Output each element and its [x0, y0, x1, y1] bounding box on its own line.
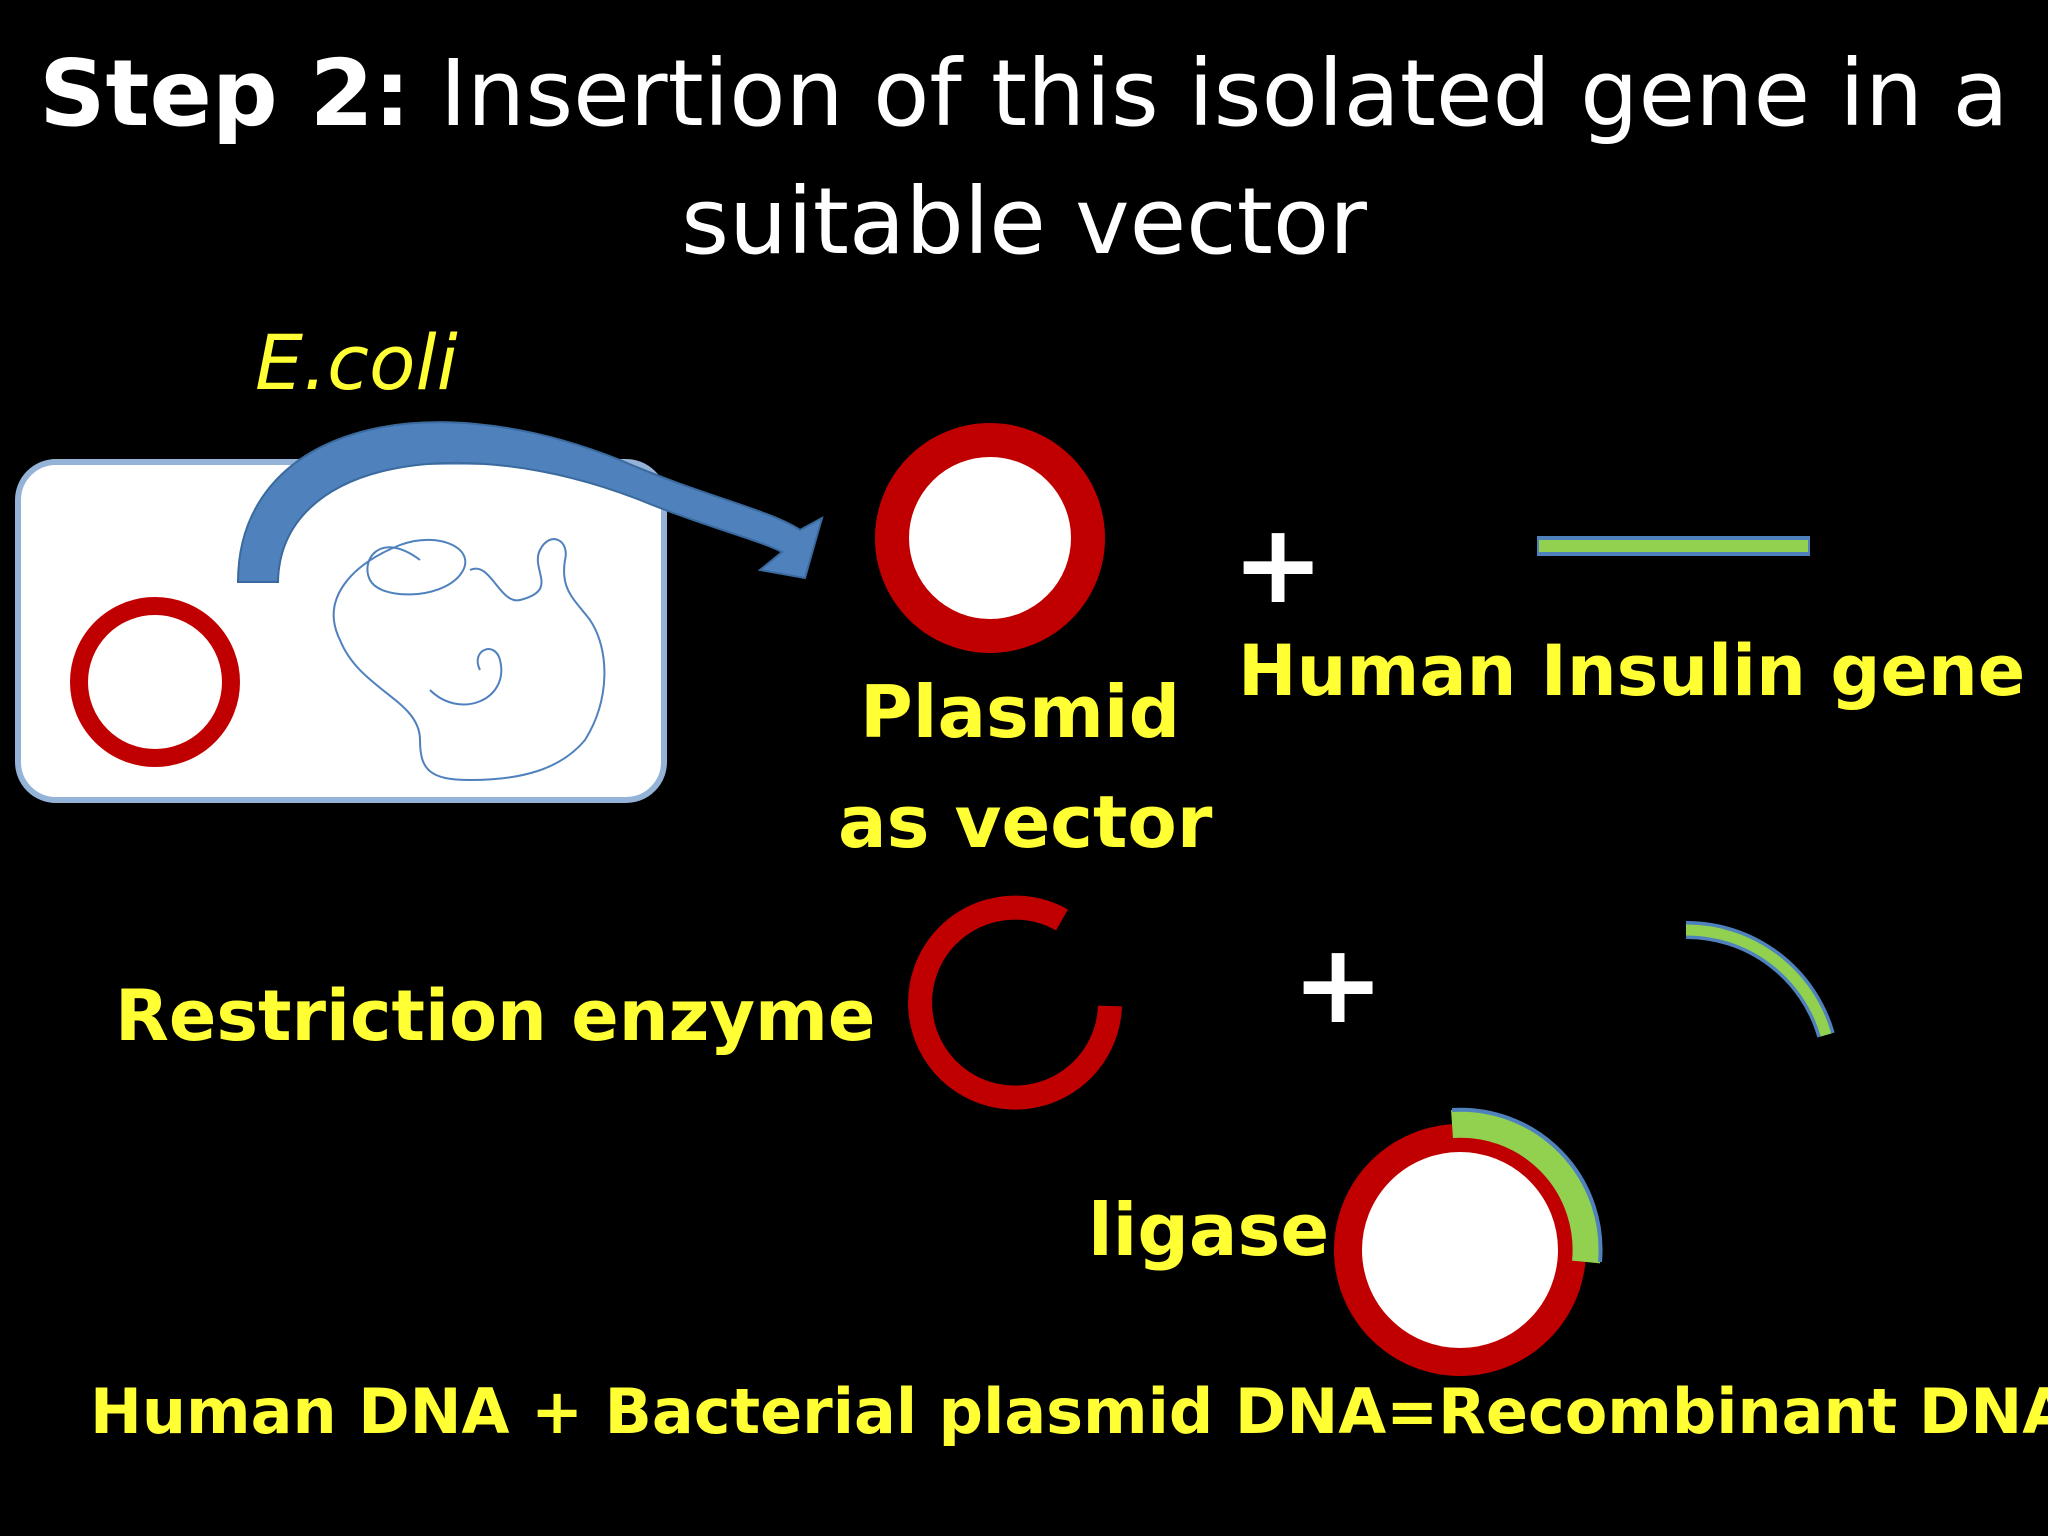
title-step: Step 2:	[39, 40, 411, 147]
vector-label: as vector	[838, 780, 1213, 864]
title-line2: suitable vector	[681, 168, 1367, 275]
recombinant-insert	[1451, 1109, 1601, 1264]
cell-plasmid	[70, 597, 240, 767]
insulin-gene-label: Human Insulin gene	[1238, 630, 2026, 712]
chromosomal-dna	[332, 538, 606, 782]
plus-sign-top: +	[1232, 500, 1325, 628]
transfer-arrow	[236, 421, 824, 583]
restriction-enzyme-label: Restriction enzyme	[115, 975, 876, 1057]
slide-title: Step 2: Insertion of this isolated gene …	[0, 30, 2048, 286]
ligase-label: ligase	[1088, 1188, 1330, 1272]
ecoli-label: E.coli	[255, 318, 458, 407]
title-line1: Insertion of this isolated gene in a	[410, 40, 2009, 147]
recombinant-equation: Human DNA + Bacterial plasmid DNA=Recomb…	[90, 1375, 2048, 1448]
plasmid-label: Plasmid	[860, 670, 1181, 754]
recombinant-plasmid	[1334, 1124, 1586, 1376]
gene-fragment	[1685, 924, 1832, 1037]
cut-plasmid	[908, 895, 1122, 1110]
recombinant-insert-outline	[1451, 1107, 1603, 1263]
plasmid-vector	[875, 423, 1105, 653]
chromosomal-dna-loop	[429, 648, 503, 706]
plus-sign-middle: +	[1292, 920, 1385, 1048]
